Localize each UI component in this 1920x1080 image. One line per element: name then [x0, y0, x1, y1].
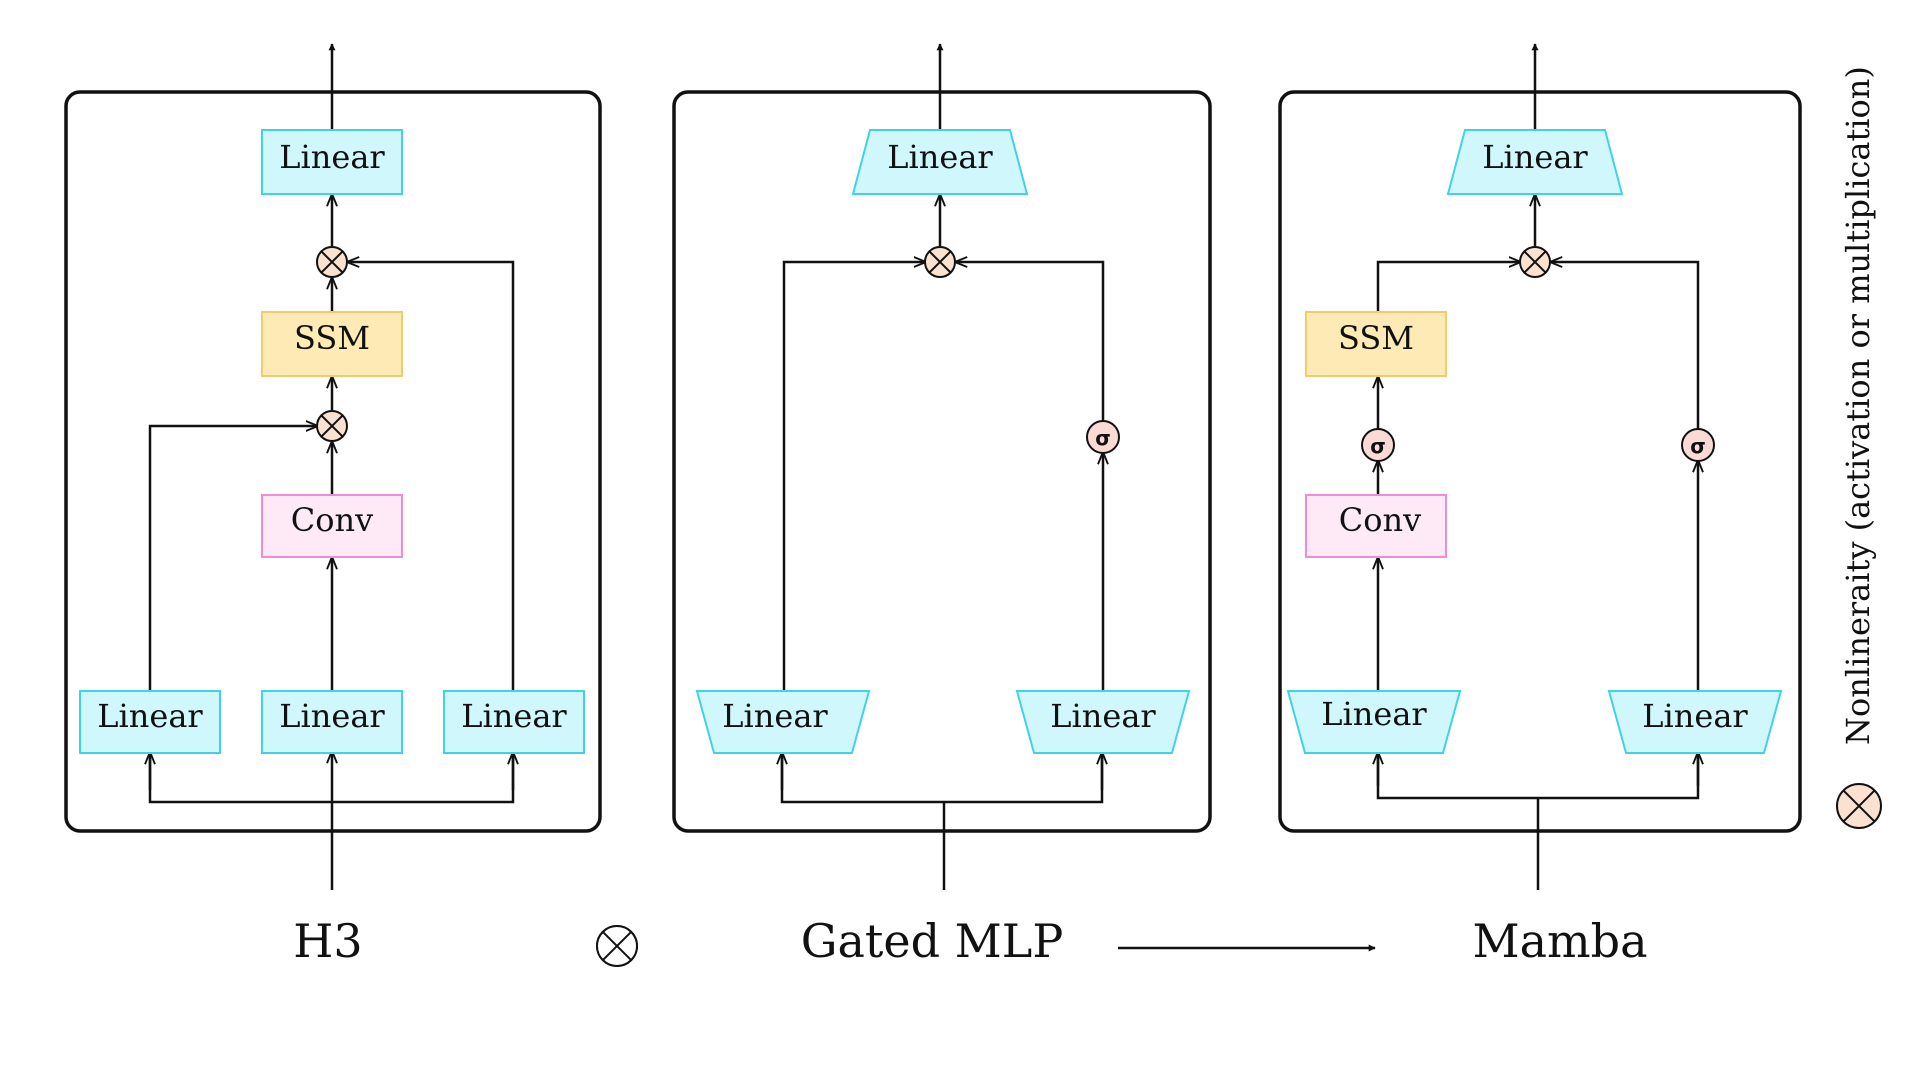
h3-ssm-label: SSM — [294, 319, 370, 357]
mamba-linear-right-label: Linear — [1642, 697, 1748, 735]
h3-panel: Linear SSM Conv Linear Linear Linear — [64, 43, 602, 890]
gated-mlp-linear-top-label: Linear — [887, 138, 993, 176]
gated-mlp-sigma-to-mult — [956, 262, 1105, 421]
h3-linear-top-label: Linear — [279, 138, 385, 176]
mamba-conv-label: Conv — [1339, 501, 1421, 539]
mamba-sigma-right-label: σ — [1690, 434, 1706, 458]
mamba-title: Mamba — [1472, 914, 1647, 968]
mamba-multiply-icon — [1519, 246, 1551, 278]
gated-mlp-linear-left: Linear — [695, 690, 871, 754]
side-legend-text: Nonlineraity (activation or multiplicati… — [1839, 66, 1877, 745]
h3-linear-mid: Linear — [261, 690, 403, 754]
h3-ssm-block: SSM — [261, 311, 403, 377]
mamba-linear-left: Linear — [1286, 690, 1462, 754]
gated-mlp-linear-right: Linear — [1015, 690, 1191, 754]
gated-mlp-frame — [672, 90, 1212, 833]
gated-mlp-multiply-icon — [924, 246, 956, 278]
mamba-ssm-to-mult — [1376, 262, 1520, 311]
h3-conv-label: Conv — [291, 501, 373, 539]
h3-linear-right-label: Linear — [461, 697, 567, 735]
mamba-ssm-block: SSM — [1305, 311, 1447, 377]
mamba-linear-left-label: Linear — [1321, 695, 1427, 733]
h3-linear-mid-label: Linear — [279, 697, 385, 735]
gated-mlp-sigma-icon: σ — [1086, 420, 1120, 454]
h3-linear-left-to-mult — [148, 426, 317, 690]
mamba-conv-block: Conv — [1305, 494, 1447, 558]
gated-mlp-left-branch — [782, 262, 925, 690]
mamba-sigma-left-label: σ — [1370, 434, 1386, 458]
h3-title: H3 — [293, 914, 362, 968]
h3-linear-right: Linear — [443, 690, 585, 754]
mamba-sigma-icon-left: σ — [1361, 428, 1395, 462]
h3-multiply-icon-bottom — [316, 410, 348, 442]
mamba-panel: Linear SSM Conv Linear Linear σ σ — [1278, 43, 1802, 890]
side-legend-multiply-icon — [1836, 783, 1882, 829]
mamba-sigma-right-to-mult — [1551, 262, 1700, 429]
mamba-linear-right: Linear — [1607, 690, 1783, 754]
gated-mlp-linear-top: Linear — [851, 129, 1029, 195]
mamba-frame — [1278, 90, 1802, 833]
combine-multiply-icon-stroke-b — [602, 931, 632, 961]
gated-mlp-linear-left-label: Linear — [722, 697, 828, 735]
h3-linear-right-to-mult — [348, 262, 515, 690]
gated-mlp-linear-right-label: Linear — [1050, 697, 1156, 735]
gated-mlp-sigma-label: σ — [1095, 426, 1111, 450]
h3-linear-left: Linear — [79, 690, 221, 754]
gated-mlp-panel: Linear Linear Linear σ — [672, 43, 1212, 890]
h3-conv-block: Conv — [261, 494, 403, 558]
mamba-linear-top: Linear — [1446, 129, 1624, 195]
mamba-input-split — [1376, 753, 1700, 800]
mamba-linear-top-label: Linear — [1482, 138, 1588, 176]
h3-linear-left-label: Linear — [97, 697, 203, 735]
mamba-ssm-label: SSM — [1338, 319, 1414, 357]
gated-mlp-input-split — [780, 753, 1104, 804]
gated-mlp-title: Gated MLP — [801, 914, 1064, 968]
h3-multiply-icon-top — [316, 246, 348, 278]
h3-linear-top: Linear — [261, 129, 403, 195]
mamba-sigma-icon-right: σ — [1681, 428, 1715, 462]
